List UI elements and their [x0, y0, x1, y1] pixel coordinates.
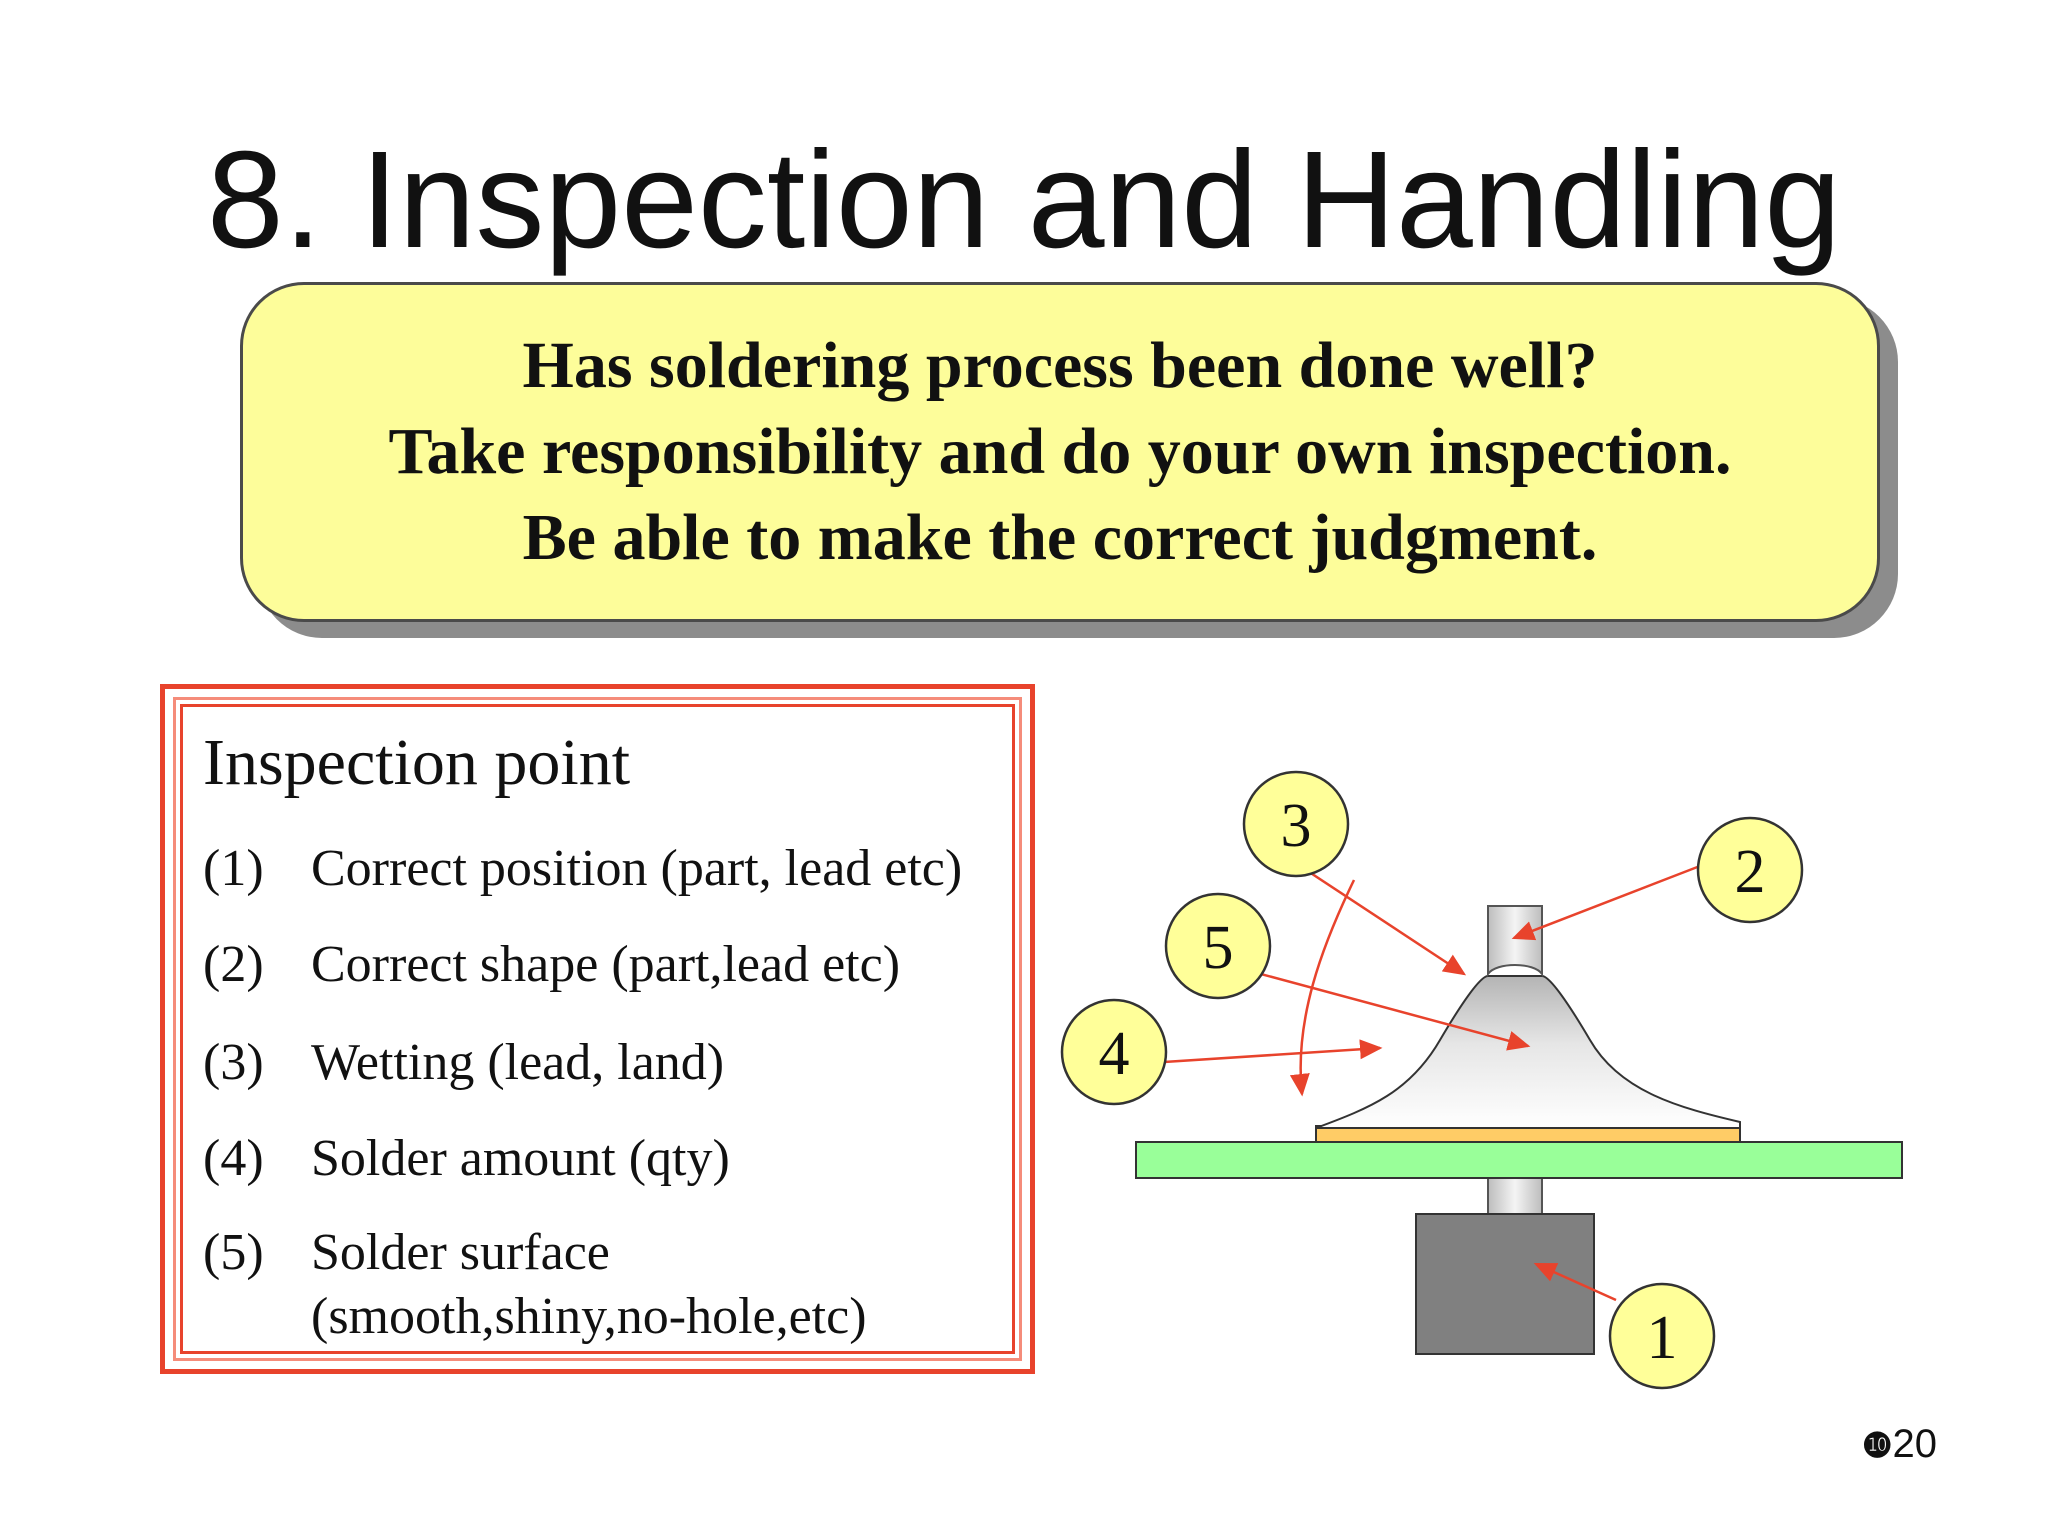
component-body	[1415, 1213, 1595, 1355]
item-text: Correct shape (part,lead etc)	[311, 936, 901, 993]
label-2: 2	[1735, 838, 1766, 906]
item-number: (2)	[203, 936, 264, 993]
page-number: ❿20	[1862, 1422, 1937, 1467]
callout-line-3: Be able to make the correct judgment.	[522, 501, 1598, 574]
item-number: (4)	[203, 1130, 264, 1187]
label-circle-2: 2	[1696, 816, 1804, 924]
arrow-3-a	[1293, 860, 1467, 976]
label-circle-3: 3	[1242, 770, 1350, 878]
panel-title: Inspection point	[203, 726, 631, 799]
label-5: 5	[1203, 914, 1234, 982]
pcb-board	[1135, 1141, 1903, 1179]
solder-fillet	[1315, 975, 1741, 1129]
inspection-item-2: (2) Correct shape (part,lead etc)	[203, 933, 900, 997]
page-mark-icon: ❿	[1862, 1427, 1893, 1465]
solder-joint-diagram: 3 2 5 4 1	[1060, 770, 1903, 1390]
lead-upper	[1487, 905, 1543, 978]
arrow-2	[1511, 864, 1701, 941]
item-text-line-2: (smooth,shiny,no-hole,etc)	[311, 1288, 867, 1345]
label-circle-4: 4	[1060, 998, 1168, 1106]
item-text: Solder amount (qty)	[311, 1130, 730, 1187]
arrow-4	[1163, 1039, 1383, 1064]
item-number: (5)	[203, 1224, 264, 1281]
item-text: Solder surface (smooth,shiny,no-hole,etc)	[311, 1221, 867, 1349]
callout-line-1: Has soldering process been done well?	[522, 329, 1598, 402]
callout-box: Has soldering process been done well? Ta…	[240, 282, 1880, 622]
arrow-3-b	[1289, 879, 1356, 1097]
item-number: (1)	[203, 840, 264, 897]
inspection-item-3: (3) Wetting (lead, land)	[203, 1031, 724, 1095]
item-text-line-1: Solder surface	[311, 1224, 610, 1281]
page-title: 8. Inspection and Handling	[206, 123, 1842, 277]
inspection-item-1: (1) Correct position (part, lead etc)	[203, 837, 962, 901]
page-number-value: 20	[1892, 1422, 1937, 1466]
item-number: (3)	[203, 1034, 264, 1091]
inspection-panel: Inspection point (1) Correct position (pa…	[160, 684, 1035, 1374]
arrow-5	[1245, 968, 1531, 1051]
callout-line-2: Take responsibility and do your own insp…	[388, 415, 1732, 488]
label-circle-5: 5	[1164, 892, 1272, 1000]
label-circle-1: 1	[1608, 1282, 1716, 1390]
panel-inner-border-2	[180, 704, 1015, 1354]
panel-inner-border	[173, 697, 1022, 1361]
item-text: Correct position (part, lead etc)	[311, 840, 963, 897]
inspection-item-4: (4) Solder amount (qty)	[203, 1127, 730, 1191]
label-3: 3	[1281, 792, 1312, 860]
inspection-item-5: (5) Solder surface (smooth,shiny,no-hole,e…	[203, 1221, 867, 1349]
label-1: 1	[1647, 1304, 1678, 1372]
label-4: 4	[1099, 1020, 1130, 1088]
lead-lower	[1487, 1175, 1543, 1217]
arrow-1	[1533, 1262, 1617, 1302]
item-text: Wetting (lead, land)	[311, 1034, 725, 1091]
